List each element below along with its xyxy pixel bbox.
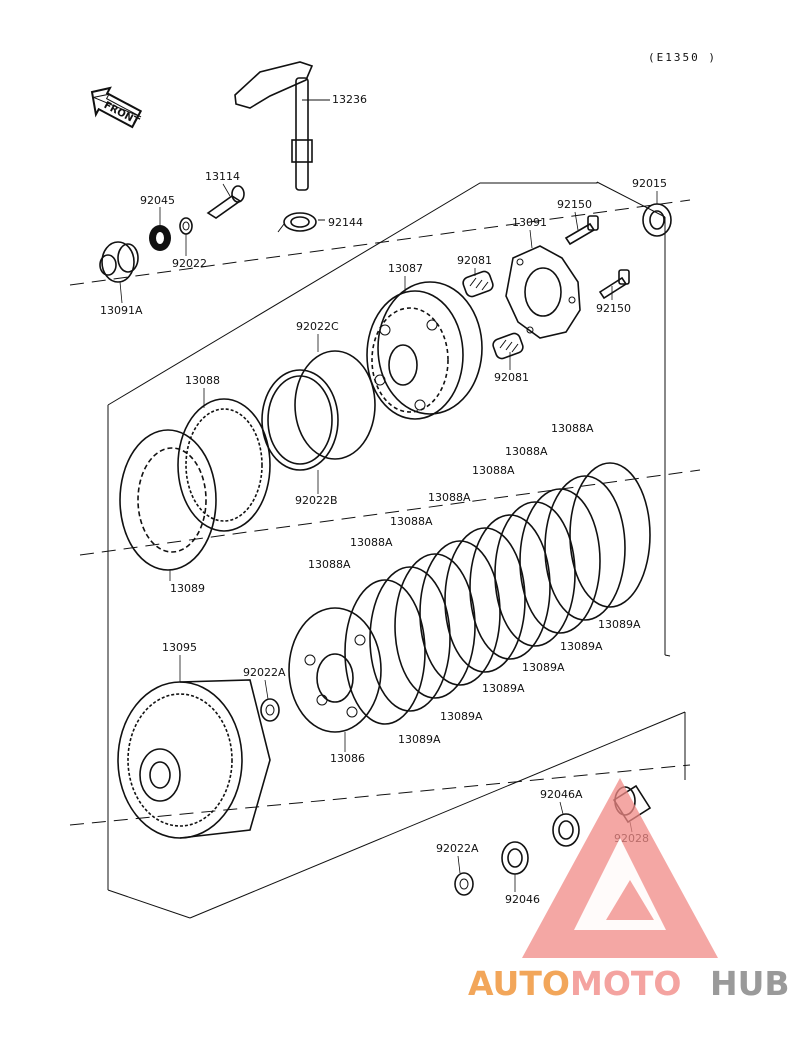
watermark-hub: HUB [710, 964, 790, 1003]
label-13088A-1: 13088A [551, 422, 594, 435]
bolt-92150-upper [564, 215, 599, 246]
label-13088A-6: 13088A [350, 536, 393, 549]
clutch-hub-13087 [366, 281, 483, 420]
label-13089A-1: 13089A [598, 618, 641, 631]
label-92022B: 92022B [295, 494, 338, 507]
label-92150-lower: 92150 [596, 302, 631, 315]
label-13088A-7: 13088A [308, 558, 351, 571]
label-92022: 92022 [172, 257, 207, 270]
spring-92144 [277, 212, 325, 233]
assembly-frame [107, 181, 686, 919]
spring-92081-upper [462, 270, 494, 298]
label-92046: 92046 [505, 893, 540, 906]
watermark-moto: MOTO [570, 964, 681, 1003]
label-92046A: 92046A [540, 788, 583, 801]
steel-plate-13089 [119, 429, 217, 571]
label-13086: 13086 [330, 752, 365, 765]
label-13236: 13236 [332, 93, 367, 106]
label-13088: 13088 [185, 374, 220, 387]
label-13088A-3: 13088A [472, 464, 515, 477]
label-13089A-6: 13089A [398, 733, 441, 746]
label-13089A-3: 13089A [522, 661, 565, 674]
label-13088A-5: 13088A [390, 515, 433, 528]
bearing-92015 [642, 203, 672, 237]
label-13091A: 13091A [100, 304, 143, 317]
clutch-disc-13086 [288, 607, 382, 733]
label-13089A-2: 13089A [560, 640, 603, 653]
label-13089: 13089 [170, 582, 205, 595]
axis-lines [69, 199, 701, 826]
label-13095: 13095 [162, 641, 197, 654]
bearing-92046 [501, 841, 529, 875]
label-92022A-lower: 92022A [436, 842, 479, 855]
bearing-92046A [552, 813, 580, 847]
bearing-92045 [149, 225, 171, 251]
label-13089A-5: 13089A [440, 710, 483, 723]
label-13087: 13087 [388, 262, 423, 275]
seal-13091A [99, 241, 139, 283]
clutch-housing-13095 [117, 679, 271, 839]
label-92022A-upper: 92022A [243, 666, 286, 679]
label-92081-upper: 92081 [457, 254, 492, 267]
washer-92022A-upper [260, 698, 280, 722]
washer-92022A-lower [454, 872, 474, 896]
label-92150-upper: 92150 [557, 198, 592, 211]
leader-lines [119, 183, 658, 892]
diagram-code: (E1350 ) [648, 51, 717, 64]
spring-92081-lower [492, 332, 524, 360]
bolt-13114 [206, 185, 245, 219]
label-92015: 92015 [632, 177, 667, 190]
label-92045: 92045 [140, 194, 175, 207]
label-92144: 92144 [328, 216, 363, 229]
label-13088A-2: 13088A [505, 445, 548, 458]
plate-stack [344, 462, 651, 725]
label-92022C: 92022C [296, 320, 339, 333]
ring-92022B [261, 369, 339, 471]
pressure-plate-13091 [505, 245, 581, 339]
label-92081-lower: 92081 [494, 371, 529, 384]
front-arrow: FRONT [90, 86, 143, 129]
watermark-auto: AUTO [468, 964, 570, 1003]
label-13091: 13091 [512, 216, 547, 229]
label-13088A-4: 13088A [428, 491, 471, 504]
label-13114: 13114 [205, 170, 240, 183]
washer-92022 [179, 217, 193, 235]
automotohub-watermark: AUTO MOTO HUB [468, 778, 790, 1003]
label-13089A-4: 13089A [482, 682, 525, 695]
bolt-92150-lower [598, 269, 630, 300]
release-shaft-13236 [234, 61, 330, 191]
friction-plate-13088 [177, 398, 271, 532]
ring-92022C [294, 350, 376, 460]
